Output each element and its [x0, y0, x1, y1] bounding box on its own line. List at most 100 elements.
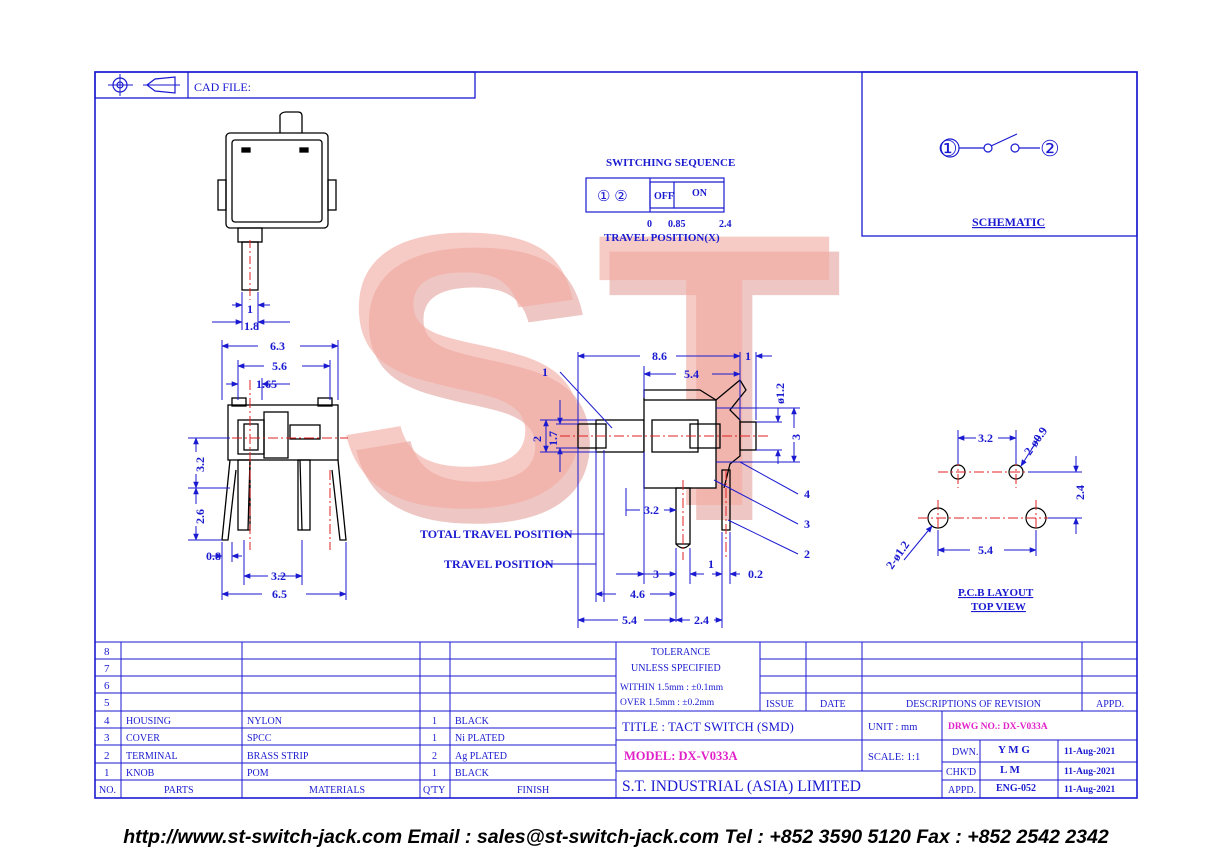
sequence-terminals: ① ② [597, 189, 628, 205]
dim-gap-02: 0.2 [748, 567, 763, 581]
top-view-dims [212, 292, 290, 330]
front-view [221, 397, 347, 541]
revision-header-descriptions: DESCRIPTIONS OF REVISION [906, 699, 1041, 710]
dim-travel-3: 3 [653, 567, 659, 581]
bom-row-8: 8 [104, 646, 110, 658]
switching-sequence: SWITCHING SEQUENCE ① ② OFF ON 0 0.85 2.4… [585, 157, 735, 244]
revision-header-issue: ISSUE [766, 699, 794, 710]
title-block-dwn-label: DWN. [952, 747, 978, 758]
bom-item-finish: Ni PLATED [455, 733, 505, 744]
dim-foot: 0.8 [206, 549, 221, 563]
bom-row-5: 5 [104, 697, 110, 709]
title-block-chkd-date: 11-Aug-2021 [1064, 767, 1115, 777]
dim-46: 4.6 [630, 587, 645, 601]
tolerance-line-2: UNLESS SPECIFIED [631, 663, 721, 674]
bom-item-material: POM [247, 768, 269, 779]
dim-54: 5.4 [622, 613, 637, 627]
dim-pin-span: 1.8 [244, 319, 259, 333]
schematic-label: SCHEMATIC [972, 215, 1045, 229]
bom-row-7: 7 [104, 663, 110, 675]
title-block-chkd-label: CHK'D [946, 767, 976, 778]
pcb-dims [903, 430, 1082, 561]
bom-item-finish: BLACK [455, 768, 490, 779]
total-travel-label: TOTAL TRAVEL POSITION [420, 527, 573, 541]
dim-body-length: 5.4 [684, 367, 699, 381]
bom-item-qty: 1 [432, 733, 437, 744]
sequence-off-label: OFF [654, 191, 674, 202]
bom-header-materials: MATERIALS [309, 785, 365, 796]
title-block-dwn-value: Y M G [998, 744, 1030, 756]
side-view [577, 379, 757, 549]
callout-1: 1 [542, 365, 548, 379]
title-block-scale: SCALE: 1:1 [868, 752, 920, 763]
dim-body-width: 5.6 [272, 359, 287, 373]
schematic-box: ① ② SCHEMATIC [861, 71, 1138, 237]
dim-pin-pitch: 3.2 [271, 569, 286, 583]
dim-24: 2.4 [694, 613, 709, 627]
bom-header-parts: PARTS [164, 785, 194, 796]
pcb-hole-small: 2-ø0.9 [1021, 424, 1050, 457]
dim-total-width: 6.5 [272, 587, 287, 601]
bom-item-no: 1 [104, 767, 110, 779]
contact-footer: http://www.st-switch-jack.com Email : sa… [123, 826, 1109, 848]
bom-item-material: BRASS STRIP [247, 751, 309, 762]
dim-height-lower: 2.6 [193, 509, 207, 524]
bom-item-no: 3 [104, 732, 110, 744]
dim-knob-height: 1.7 [546, 431, 560, 446]
dim-body-height: 3 [789, 434, 803, 440]
cad-file-header: CAD FILE: [94, 71, 476, 99]
tolerance-line-1: TOLERANCE [651, 647, 710, 658]
callout-2: 2 [804, 547, 810, 561]
bom-item-no: 2 [104, 750, 110, 762]
top-view [217, 111, 337, 300]
sequence-on-label: ON [692, 188, 708, 199]
bom-item-material: SPCC [247, 733, 272, 744]
bom-item-finish: BLACK [455, 716, 490, 727]
title-block-drwg-no: DRWG NO.: DX-V033A [948, 722, 1048, 732]
pcb-layout [927, 464, 1047, 529]
title-block-chkd-value: L M [1000, 764, 1020, 776]
dim-gap-1: 1 [708, 557, 714, 571]
pcb-pitch-bottom: 5.4 [978, 543, 993, 557]
bom-item-part: COVER [126, 733, 160, 744]
bom-item-material: NYLON [247, 716, 282, 727]
sequence-position-24: 2.4 [719, 219, 732, 230]
dim-height-upper: 3.2 [193, 457, 207, 472]
title-block-appd-date: 11-Aug-2021 [1064, 785, 1115, 795]
bom-header-qty: Q'TY [423, 785, 445, 796]
svg-text:ST: ST [335, 152, 833, 588]
title-block-unit: UNIT : mm [868, 722, 917, 733]
svg-text:ST: ST [345, 167, 843, 603]
side-view-dims [540, 352, 800, 628]
switching-sequence-title: SWITCHING SEQUENCE [606, 157, 735, 169]
bom-item-no: 4 [104, 715, 110, 727]
st-watermark-logo: ST ST [335, 152, 843, 603]
title-block-title: TITLE : TACT SWITCH (SMD) [622, 719, 794, 734]
bom-table-grid [95, 641, 1137, 798]
pcb-pitch-top: 3.2 [978, 431, 993, 445]
title-block-model: MODEL: DX-V033A [624, 749, 738, 763]
dim-slot-width: 1.65 [256, 377, 277, 391]
dim-knob-slot: 2 [530, 436, 544, 442]
bom-item-finish: Ag PLATED [455, 751, 507, 762]
dim-pin-width: 1 [247, 302, 253, 316]
title-block-dwn-date: 11-Aug-2021 [1064, 747, 1115, 757]
dim-length: 8.6 [652, 349, 667, 363]
dim-pin-offset: 3.2 [644, 503, 659, 517]
sequence-axis-label: TRAVEL POSITION(X) [604, 232, 720, 244]
title-block-appd-label: APPD. [948, 785, 976, 796]
front-view-dims [188, 340, 347, 600]
bom-item-part: HOUSING [126, 716, 171, 727]
callout-4: 4 [804, 487, 810, 501]
dim-knob-ext: 1 [745, 349, 751, 363]
schematic-terminal-2: ② [1040, 136, 1060, 161]
bom-header-finish: FINISH [517, 785, 549, 796]
pcb-label-2: TOP VIEW [971, 601, 1026, 613]
bom-item-qty: 1 [432, 768, 437, 779]
pcb-centerlines [918, 456, 1056, 536]
callout-3: 3 [804, 517, 810, 531]
title-block-company: S.T. INDUSTRIAL (ASIA) LIMITED [622, 778, 861, 795]
tolerance-line-4: OVER 1.5mm : ±0.2mm [620, 698, 715, 708]
travel-label: TRAVEL POSITION [444, 557, 554, 571]
